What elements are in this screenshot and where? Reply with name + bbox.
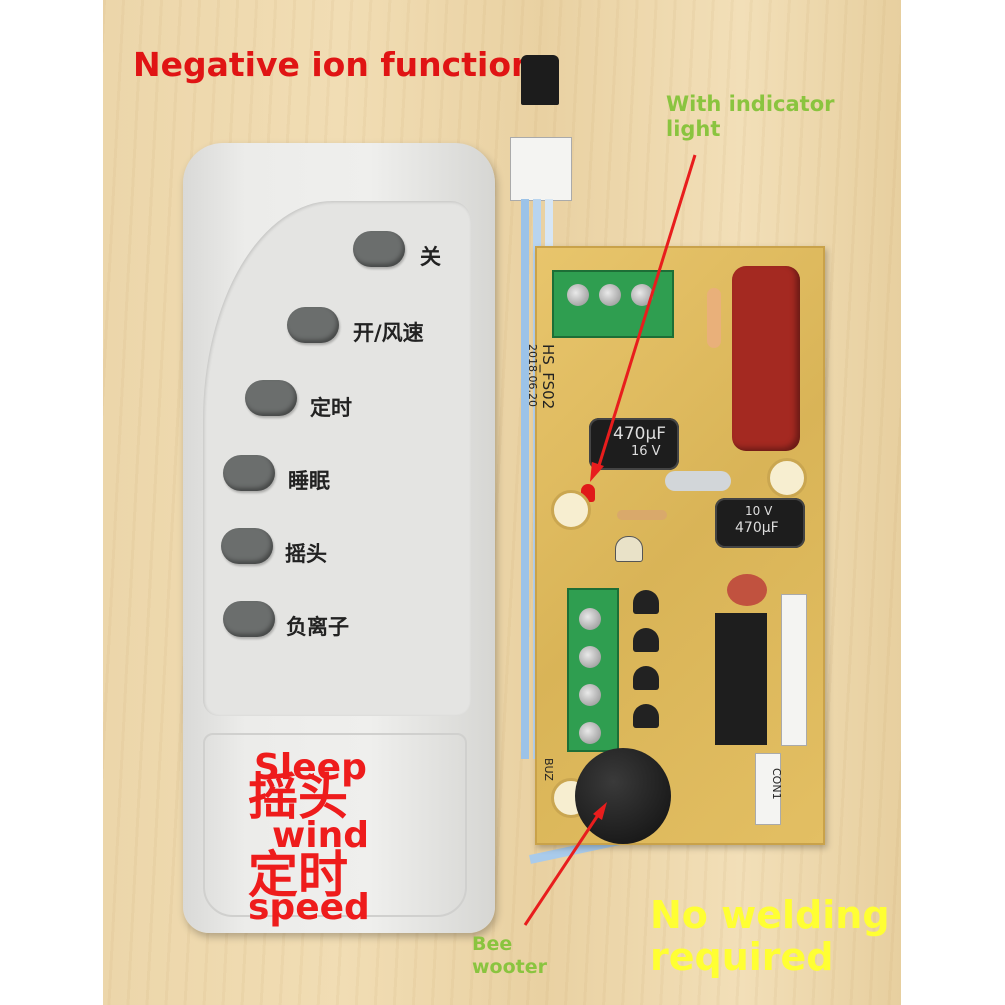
terminal-screw xyxy=(579,646,601,668)
off-label: 关 xyxy=(420,245,441,269)
terminal-screw xyxy=(631,284,653,306)
terminal-screw xyxy=(579,722,601,744)
indicator-annotation: With indicator light xyxy=(666,92,835,142)
cap-small-voltage: 10 V xyxy=(745,504,773,518)
terminal-screw xyxy=(567,284,589,306)
terminal-screw xyxy=(599,284,621,306)
varistor xyxy=(727,574,767,606)
electrolytic-capacitor-large: 470μF 16 V xyxy=(589,418,679,470)
remote-lower-face xyxy=(203,733,467,917)
transistor xyxy=(633,704,659,728)
resistor xyxy=(665,471,731,491)
on-speed-button[interactable] xyxy=(287,307,339,343)
model-label: HS_FS02 xyxy=(539,344,557,410)
cap-large-value: 470μF xyxy=(613,424,667,444)
overlay-timer-cn: 定时 xyxy=(248,846,348,904)
resistor xyxy=(707,288,721,348)
cap-small-value: 470μF xyxy=(735,520,779,536)
negative-ion-label: 负离子 xyxy=(286,615,349,639)
on-speed-label: 开/风速 xyxy=(353,321,424,345)
transistor xyxy=(615,536,643,562)
con1-connector xyxy=(755,753,781,825)
overlay-swing-cn: 摇头 xyxy=(248,768,348,826)
buzzer-annotation: Bee wooter xyxy=(472,933,547,978)
circuit-board: 470μF 16 V 10 V 470μF CON1 BUZ HS_FS02 2… xyxy=(526,246,825,845)
cap-large-voltage: 16 V xyxy=(631,444,661,459)
date-label: 2018.06.20 xyxy=(526,344,539,407)
title-annotation: Negative ion function xyxy=(133,45,535,84)
sleep-button[interactable] xyxy=(223,455,275,491)
transistor xyxy=(633,628,659,652)
buz-label: BUZ xyxy=(542,758,555,781)
terminal-screw xyxy=(579,684,601,706)
sleep-label: 睡眠 xyxy=(288,469,330,493)
swing-button[interactable] xyxy=(221,528,273,564)
timer-button[interactable] xyxy=(245,380,297,416)
sensor-connector xyxy=(510,137,572,201)
buzzer xyxy=(575,748,671,844)
resistor xyxy=(617,510,667,520)
electrolytic-capacitor-small: 10 V 470μF xyxy=(715,498,805,548)
remote-control: 关 开/风速 定时 睡眠 摇头 负离子 xyxy=(183,143,495,933)
wire-bundle-top xyxy=(521,199,529,759)
swing-label: 摇头 xyxy=(285,542,327,566)
con1-label: CON1 xyxy=(770,768,783,800)
overlay-sleep: Sleep xyxy=(254,747,367,788)
transistor xyxy=(633,590,659,614)
overlay-speed: speed xyxy=(248,887,370,928)
mounting-hole xyxy=(551,490,591,530)
film-capacitor xyxy=(732,266,800,451)
no-welding-annotation: No welding required xyxy=(650,893,890,979)
off-button[interactable] xyxy=(353,231,405,267)
ir-sensor xyxy=(521,55,559,105)
header-pins xyxy=(781,594,807,746)
negative-ion-button[interactable] xyxy=(223,601,275,637)
timer-label: 定时 xyxy=(310,396,352,420)
transistor xyxy=(633,666,659,690)
terminal-screw xyxy=(579,608,601,630)
overlay-wind: wind xyxy=(272,815,369,856)
mounting-hole xyxy=(767,458,807,498)
ic-chip xyxy=(715,613,767,745)
